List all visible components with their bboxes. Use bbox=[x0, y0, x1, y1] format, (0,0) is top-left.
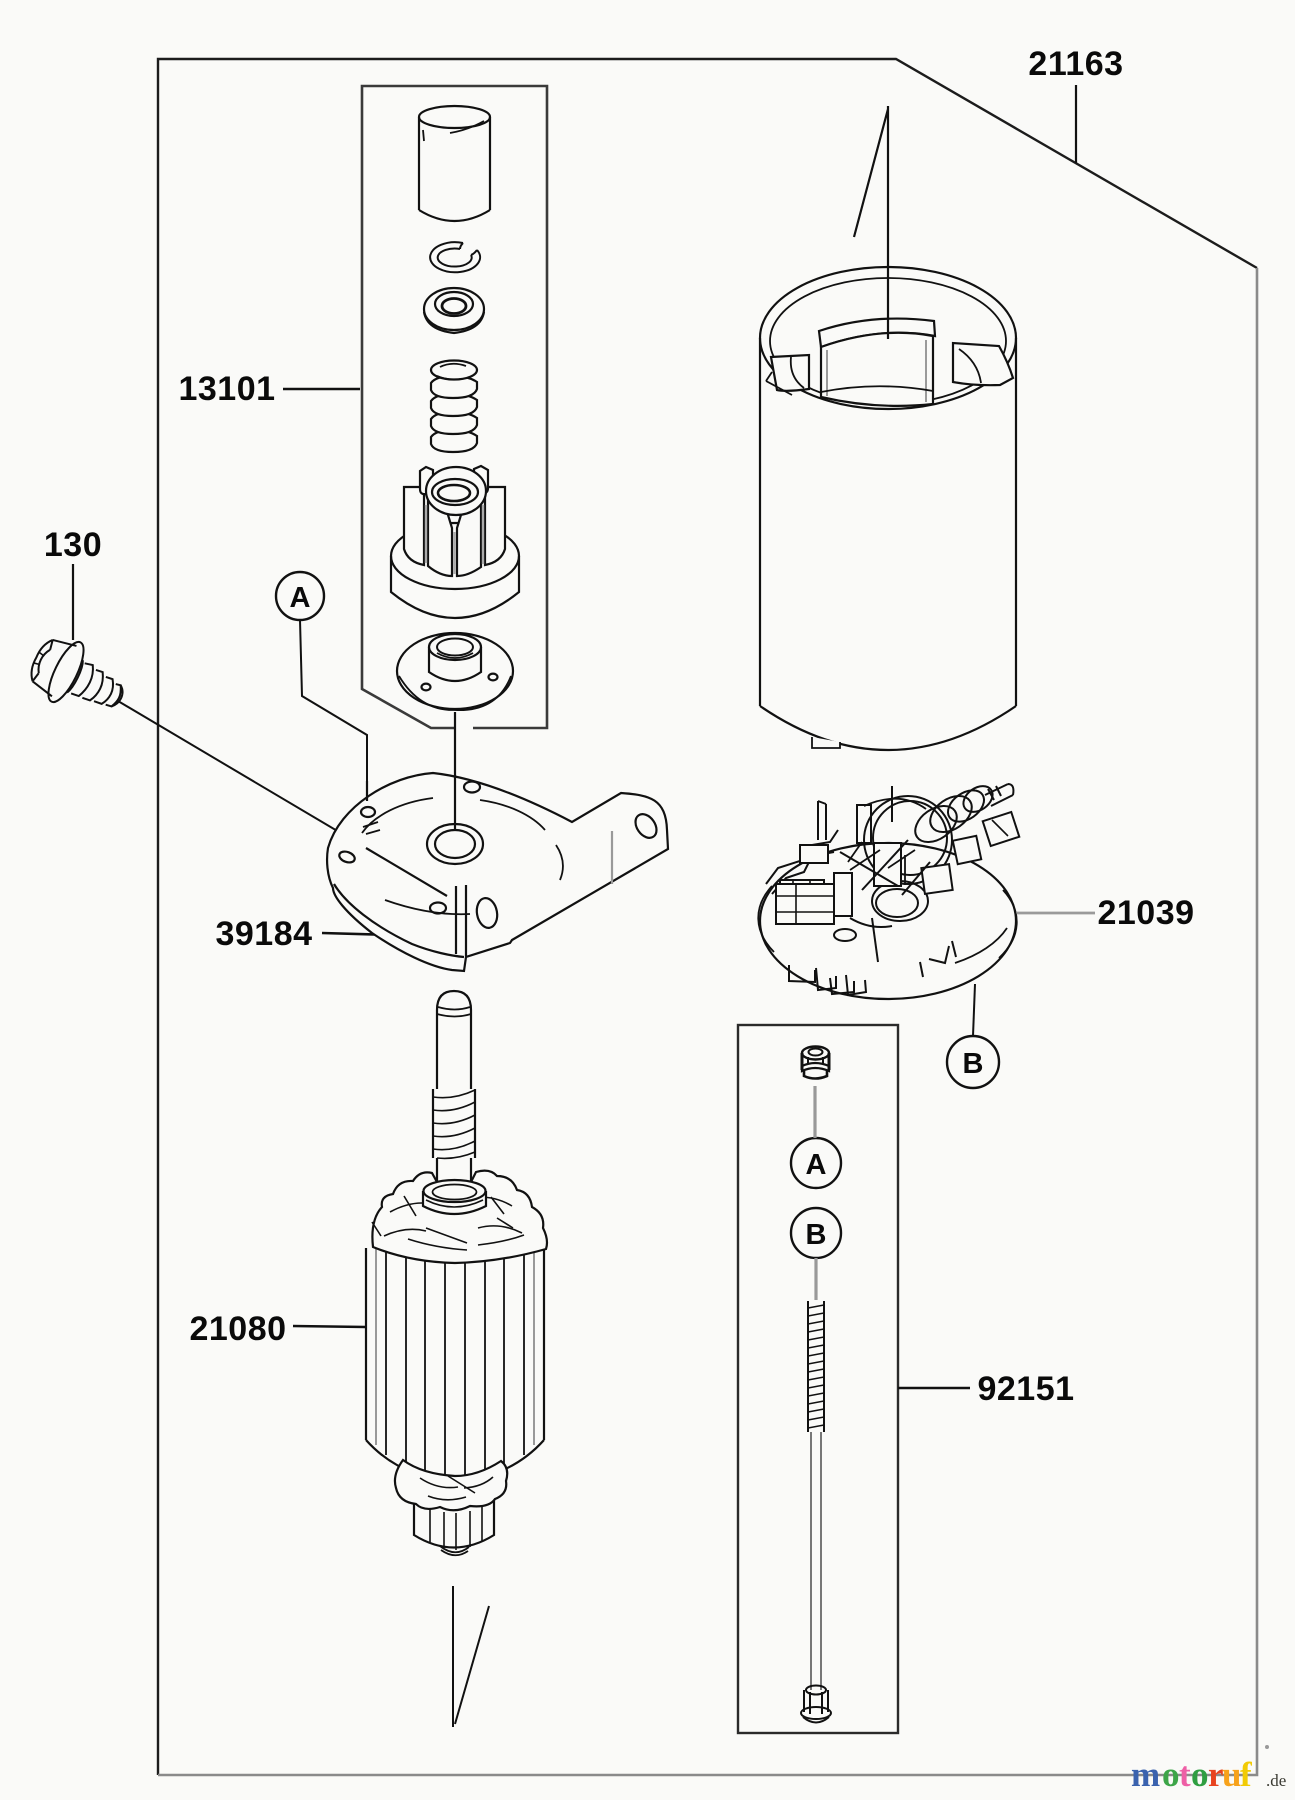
svg-text:A: A bbox=[290, 582, 311, 614]
svg-text:21163: 21163 bbox=[1028, 45, 1123, 83]
svg-text:39184: 39184 bbox=[215, 915, 312, 953]
svg-text:B: B bbox=[806, 1219, 827, 1251]
svg-text:o: o bbox=[1162, 1755, 1180, 1794]
svg-text:f: f bbox=[1240, 1755, 1252, 1794]
svg-text:.de: .de bbox=[1266, 1771, 1286, 1790]
svg-text:B: B bbox=[963, 1048, 984, 1080]
svg-text:m: m bbox=[1131, 1755, 1160, 1794]
svg-text:130: 130 bbox=[44, 526, 102, 564]
svg-text:13101: 13101 bbox=[178, 370, 275, 408]
svg-text:21039: 21039 bbox=[1097, 894, 1194, 932]
svg-text:t: t bbox=[1179, 1755, 1191, 1794]
svg-text:92151: 92151 bbox=[977, 1370, 1074, 1408]
svg-text:A: A bbox=[806, 1149, 827, 1181]
svg-text:r: r bbox=[1208, 1755, 1224, 1794]
svg-text:o: o bbox=[1191, 1755, 1209, 1794]
svg-text:u: u bbox=[1222, 1755, 1241, 1794]
svg-text:21080: 21080 bbox=[189, 1310, 286, 1348]
